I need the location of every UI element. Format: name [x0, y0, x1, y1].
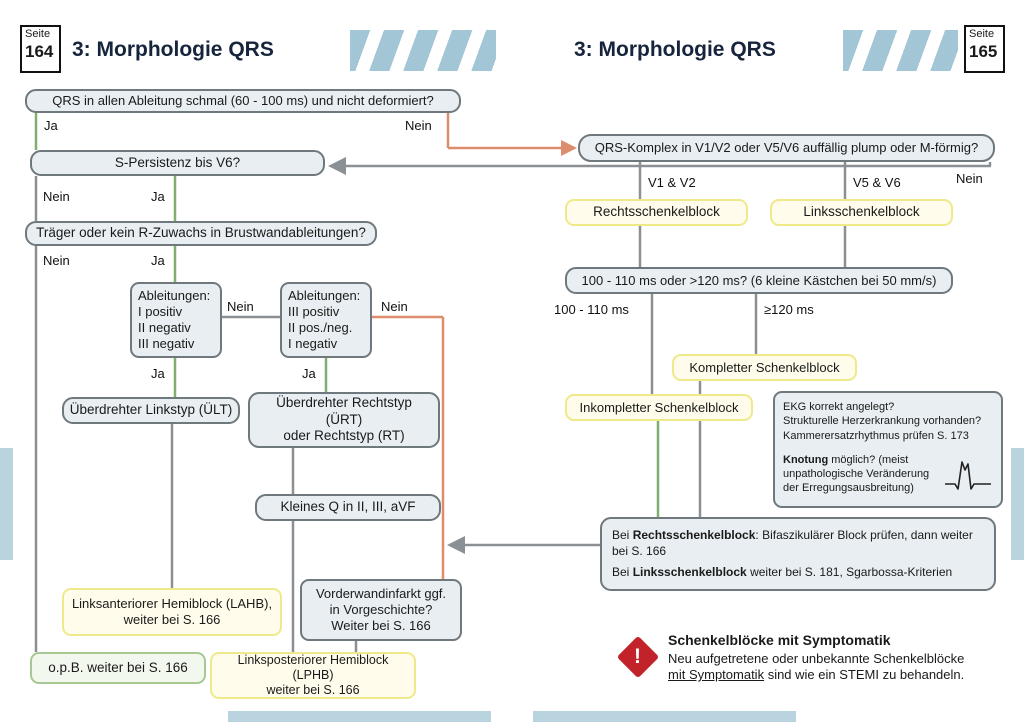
branch-label-ja: Ja — [151, 253, 165, 268]
seite-word: Seite — [969, 28, 995, 40]
header-stripes-left — [350, 30, 496, 71]
branch-label-ja: Ja — [302, 366, 316, 381]
page-number-box-right: Seite 165 — [964, 25, 1005, 73]
bei-p2-pre: Bei — [612, 565, 633, 580]
node-inkompletter-schenkelblock: Inkompletter Schenkelblock — [565, 394, 753, 421]
page-number: 165 — [969, 42, 998, 62]
warning-line: mit Symptomatik sind wie ein STEMI zu be… — [668, 667, 964, 682]
page-number-box-left: Seite 164 — [20, 25, 61, 73]
branch-label-ge120ms: ≥120 ms — [764, 302, 814, 317]
branch-label-v5v6: V5 & V6 — [853, 175, 901, 190]
branch-label-nein: Nein — [227, 299, 254, 314]
node-kompletter-schenkelblock: Kompletter Schenkelblock — [672, 354, 857, 381]
branch-label-ja: Ja — [151, 189, 165, 204]
warning-underlined: mit Symptomatik — [668, 667, 765, 682]
node-qrs-schmal-question: QRS in allen Ableitung schmal (60 - 100 … — [25, 89, 461, 113]
node-bei-schenkelblock: Bei Rechtsschenkelblock: Bifaszikulärer … — [600, 517, 996, 591]
branch-label-nein: Nein — [43, 189, 70, 204]
node-ableitungen-linkstyp: Ableitungen: I positiv II negativ III ne… — [130, 282, 222, 358]
branch-label-ja: Ja — [44, 118, 58, 133]
info-line: Strukturelle Herzerkrankung vorhanden? — [783, 415, 982, 428]
node-vorderwandinfarkt: Vorderwandinfarkt ggf. in Vorgeschichte?… — [300, 579, 462, 641]
ja-connectors — [34, 113, 660, 517]
bei-p1-bold: Rechtsschenkelblock — [632, 528, 756, 542]
node-ableitungen-rechtstyp: Ableitungen: III positiv II pos./neg. I … — [280, 282, 372, 358]
branch-label-nein: Nein — [405, 118, 432, 133]
nein-connectors — [372, 113, 562, 579]
node-ueberdrehter-linkstyp: Überdrehter Linkstyp (ÜLT) — [62, 397, 240, 424]
bei-paragraph-1: Bei Rechtsschenkelblock: Bifaszikulärer … — [612, 527, 984, 559]
node-traeger-question: Träger oder kein R-Zuwachs in Brustwanda… — [25, 221, 377, 246]
right-edge-tab — [1011, 448, 1024, 560]
node-ueberdrehter-rechtstyp: Überdrehter Rechtstyp (ÜRT) oder Rechtst… — [248, 392, 440, 448]
arrowhead-to-left-page — [447, 536, 465, 554]
branch-label-100-110ms: 100 - 110 ms — [554, 302, 629, 317]
info-line: Kammerersatzrhythmus prüfen S. 173 — [783, 429, 969, 442]
arrowhead-to-right-page — [561, 140, 577, 156]
left-edge-tab — [0, 448, 13, 560]
bei-p1-post: : Bifaszikulärer Block prüfen, dann weit… — [612, 528, 973, 559]
bei-p1-pre: Bei — [612, 528, 633, 542]
warning-line-rest: sind wie ein STEMI zu behandeln. — [764, 667, 965, 682]
node-opb-result: o.p.B. weiter bei S. 166 — [30, 652, 206, 684]
warning-line: Neu aufgetretene oder unbekannte Schenke… — [668, 651, 965, 666]
qrs-notch-waveform-icon — [945, 461, 991, 490]
node-ms-question: 100 - 110 ms oder >120 ms? (6 kleine Käs… — [565, 267, 953, 294]
header-stripes-right — [843, 30, 958, 71]
node-qrs-plump-question: QRS-Komplex in V1/V2 oder V5/V6 auffälli… — [578, 134, 995, 162]
neutral-connectors — [34, 162, 992, 652]
node-linksschenkelblock: Linksschenkelblock — [770, 199, 953, 226]
node-lahb-result: Linksanteriorer Hemiblock (LAHB), weiter… — [62, 588, 282, 636]
branch-label-nein: Nein — [956, 171, 983, 186]
node-kleines-q: Kleines Q in II, III, aVF — [255, 494, 441, 521]
info-line: EKG korrekt angelegt? — [783, 401, 895, 413]
node-lphb-result: Linksposteriorer Hemiblock (LPHB) weiter… — [210, 652, 416, 699]
bei-paragraph-2: Bei Linksschenkelblock weiter bei S. 181… — [612, 564, 984, 580]
branch-label-nein: Nein — [43, 253, 70, 268]
node-s-persistenz-question: S-Persistenz bis V6? — [30, 150, 325, 176]
arrowhead-to-s-persistenz — [328, 157, 346, 175]
info-knotung-bold: Knotung — [783, 453, 829, 466]
exclamation-icon: ! — [634, 645, 641, 668]
branch-label-ja: Ja — [151, 366, 165, 381]
page-number: 164 — [25, 42, 54, 62]
bottom-bar-right — [533, 711, 796, 722]
bei-p2-post: weiter bei S. 181, Sgarbossa-Kriterien — [746, 565, 953, 580]
bottom-bar-left — [228, 711, 491, 722]
seite-word: Seite — [25, 28, 51, 40]
node-rechtsschenkelblock: Rechtsschenkelblock — [565, 199, 748, 226]
page-title-left: 3: Morphologie QRS — [72, 38, 274, 61]
branch-label-v1v2: V1 & V2 — [648, 175, 696, 190]
warning-title: Schenkelblöcke mit Symptomatik — [668, 632, 891, 648]
node-ekg-info: EKG korrekt angelegt? Strukturelle Herze… — [773, 391, 1003, 508]
info-spacer — [783, 443, 993, 453]
bei-p2-bold: Linksschenkelblock — [632, 565, 747, 580]
page-title-right: 3: Morphologie QRS — [574, 38, 776, 61]
info-knotung-rest: möglich? (meist unpathologische Veränder… — [783, 453, 930, 495]
info-knotung-line: Knotung möglich? (meist unpathologische … — [783, 453, 993, 496]
branch-label-nein: Nein — [381, 299, 408, 314]
